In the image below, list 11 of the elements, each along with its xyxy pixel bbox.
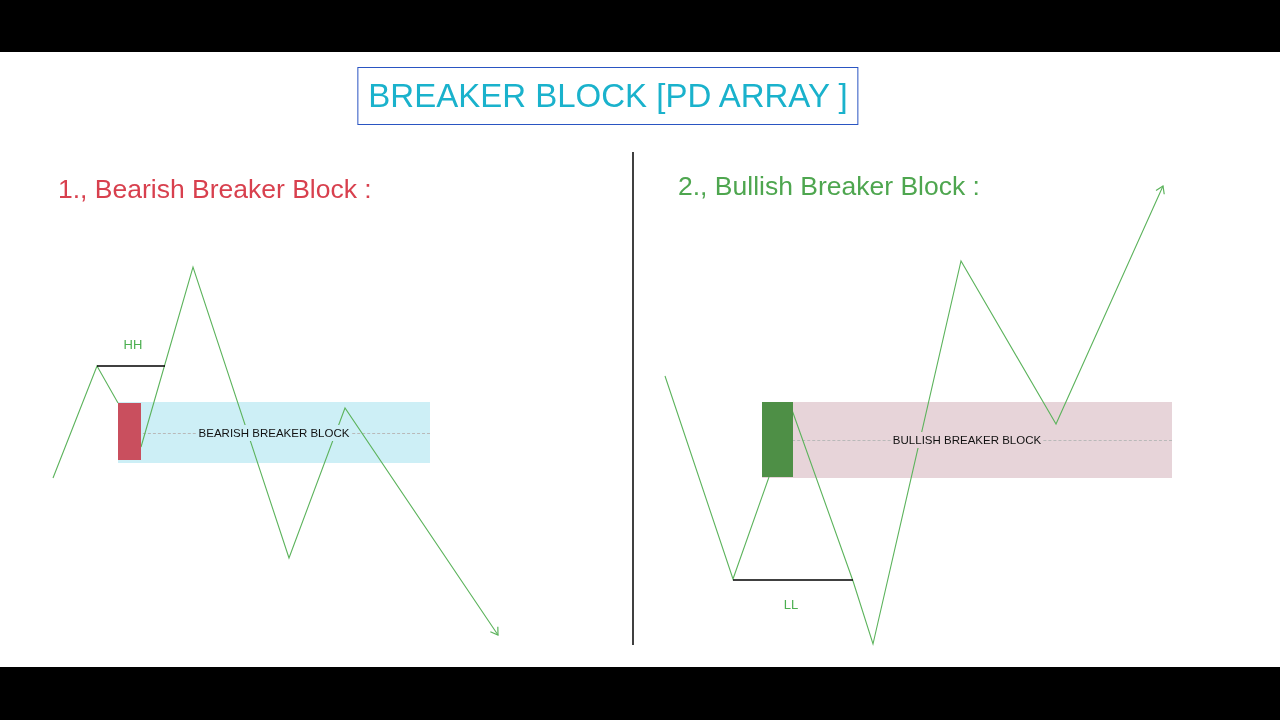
section-heading: 1., Bearish Breaker Block : xyxy=(58,174,372,204)
swing-label: LL xyxy=(783,597,799,612)
title-box: BREAKER BLOCK [PD ARRAY ] xyxy=(357,67,859,125)
zone-label: BULLISH BREAKER BLOCK xyxy=(890,432,1044,448)
candle-bar xyxy=(762,402,793,477)
breaker-zone xyxy=(118,402,430,463)
swing-label: HH xyxy=(123,337,143,352)
zone-label: BEARISH BREAKER BLOCK xyxy=(196,424,352,441)
breaker-zone xyxy=(762,402,1172,478)
candle-bar xyxy=(118,403,141,460)
section-heading: 2., Bullish Breaker Block : xyxy=(678,171,980,201)
